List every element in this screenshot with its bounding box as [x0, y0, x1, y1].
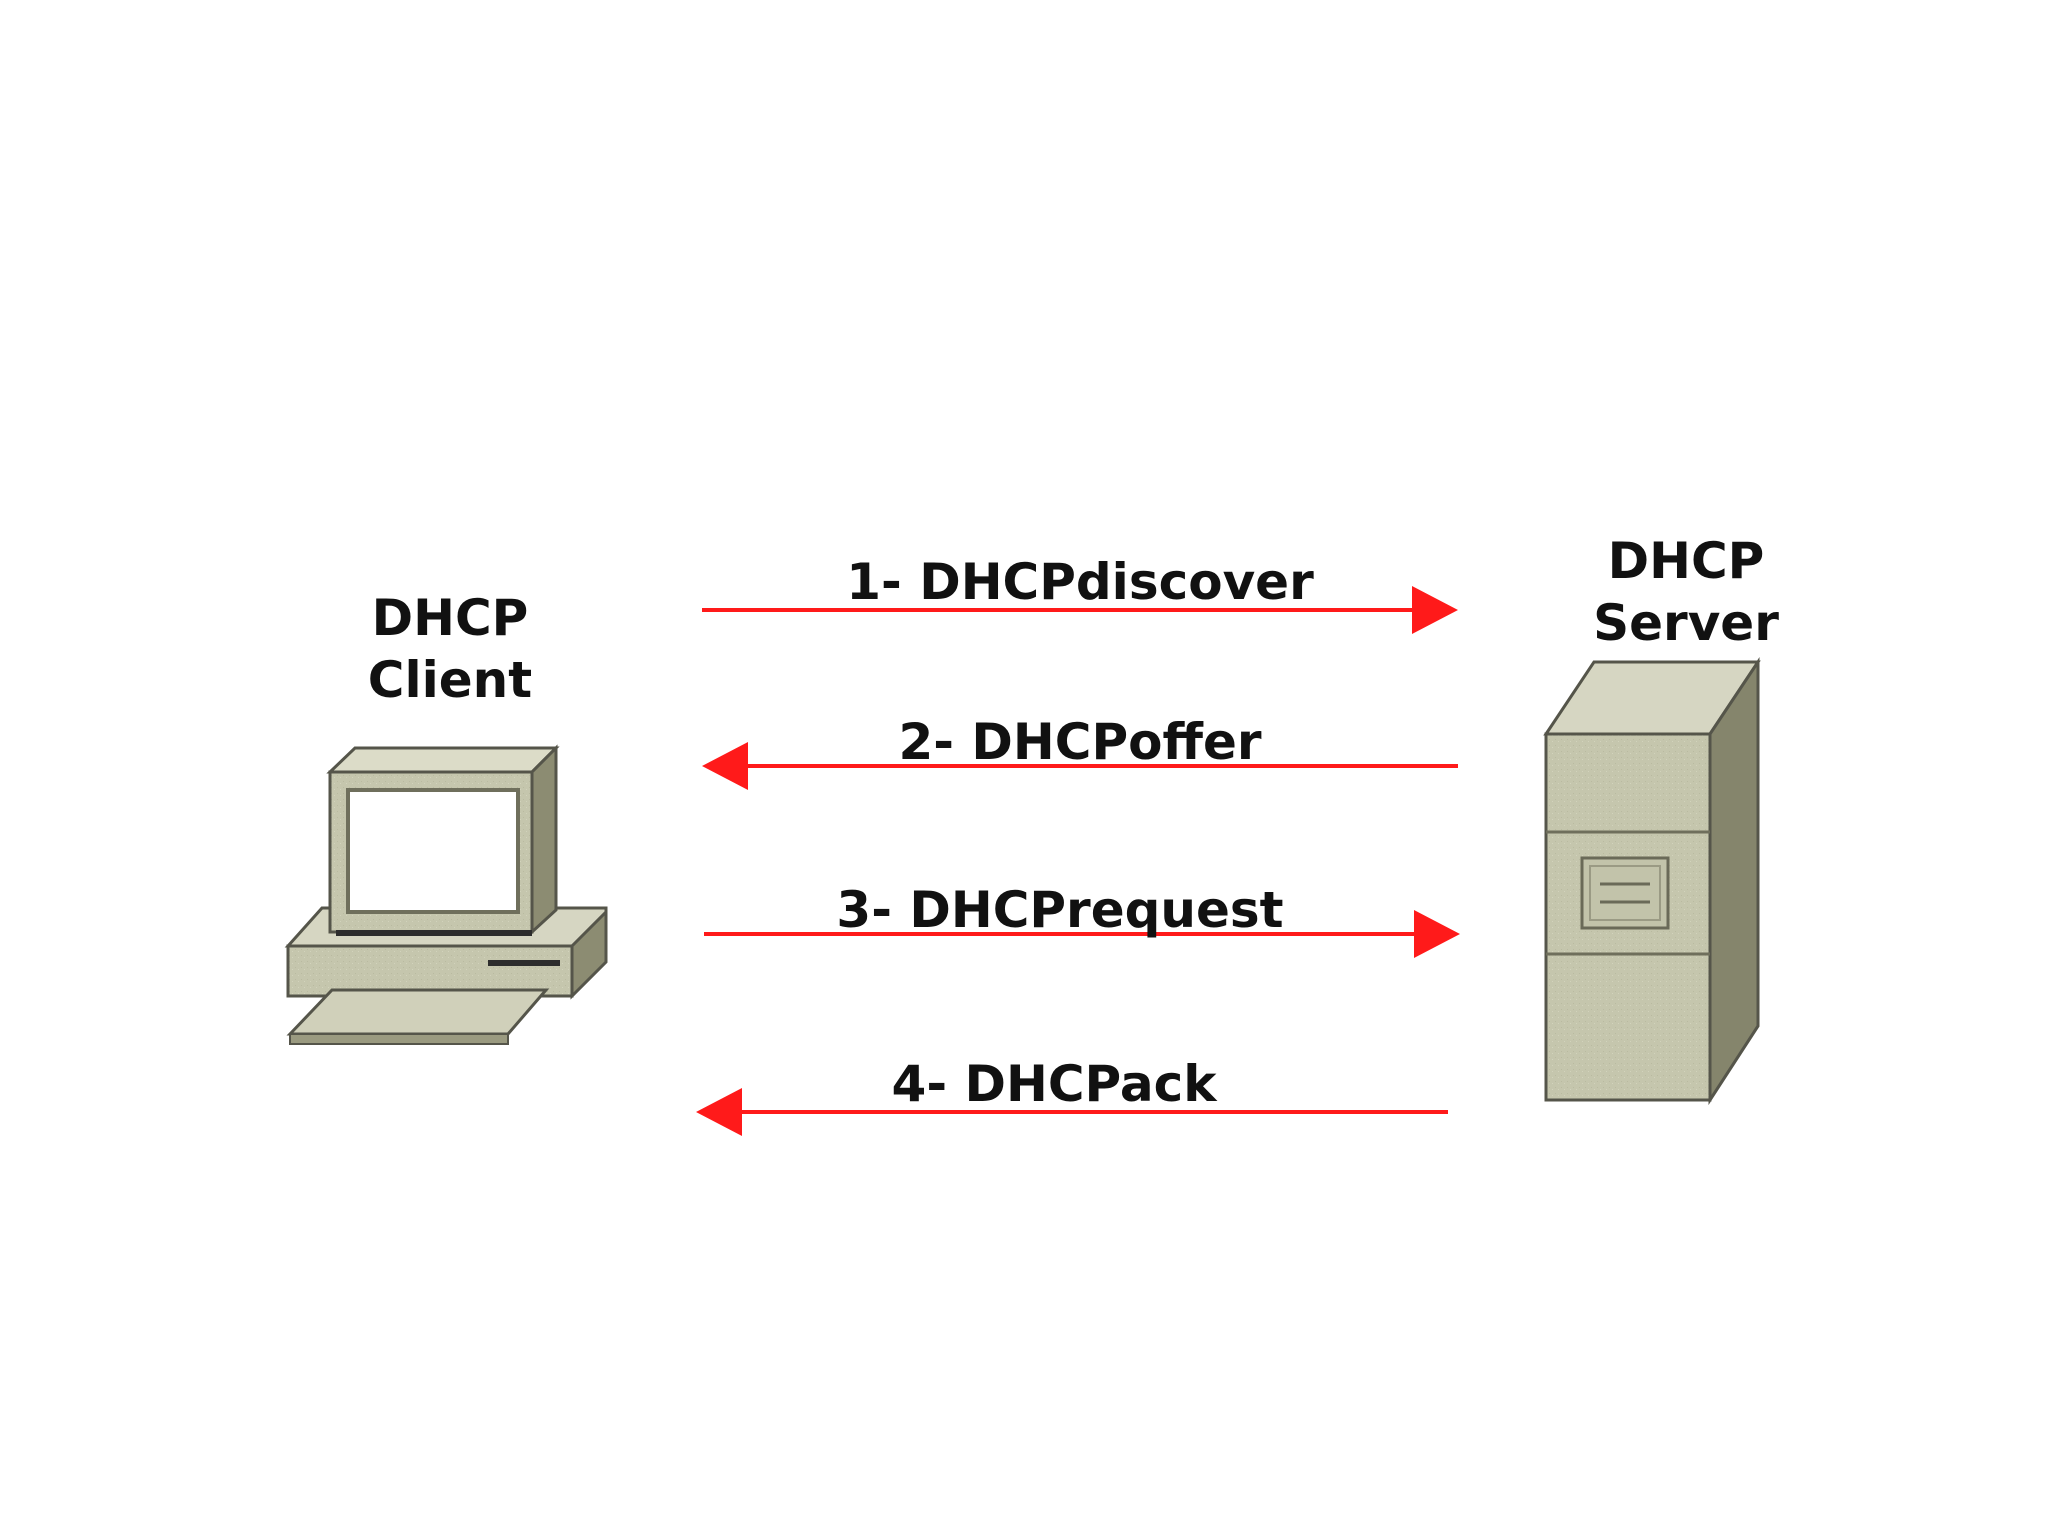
message-label-2: 2- DHCPoffer — [898, 713, 1262, 771]
client-label-line1: DHCP — [371, 589, 529, 647]
server-label-line2: Server — [1593, 594, 1779, 652]
server-label-line1: DHCP — [1607, 532, 1765, 590]
desktop-computer-icon — [284, 744, 608, 1045]
message-label-3: 3- DHCPrequest — [836, 881, 1284, 939]
message-arrow-3 — [704, 910, 1460, 958]
message-arrow-4 — [696, 1088, 1448, 1136]
tower-server-icon — [1543, 657, 1761, 1106]
message-arrow-1 — [702, 586, 1458, 634]
client-label: DHCP Client — [300, 587, 600, 711]
client-label-line2: Client — [367, 651, 533, 709]
server-label: DHCP Server — [1536, 530, 1836, 654]
message-arrow-2 — [702, 742, 1458, 790]
message-label-4: 4- DHCPack — [891, 1055, 1217, 1113]
message-label-1: 1- DHCPdiscover — [846, 553, 1314, 611]
